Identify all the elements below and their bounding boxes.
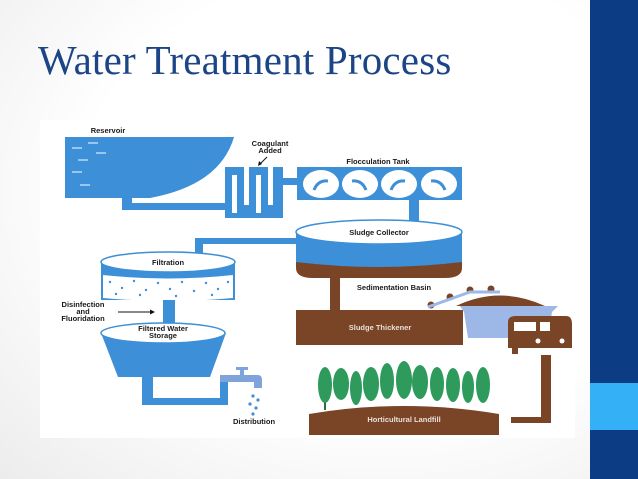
water-drops-icon <box>248 394 260 416</box>
horticultural-landfill <box>309 406 499 435</box>
trees <box>318 361 490 410</box>
slide-title: Water Treatment Process <box>38 37 452 83</box>
disinfection-label-line1: Disinfection <box>62 300 105 309</box>
faucet-icon <box>220 367 262 388</box>
reservoir-label: Reservoir <box>91 126 126 135</box>
sedimentation-basin-label: Sedimentation Basin <box>357 283 432 292</box>
sludge-thickener-label: Sludge Thickener <box>349 323 412 332</box>
disinfection-arrow-icon <box>118 309 155 315</box>
filtration-label: Filtration <box>152 258 184 267</box>
disinfection-label-line3: Fluoridation <box>61 314 105 323</box>
distribution-label: Distribution <box>233 417 275 426</box>
coagulant-arrow-icon <box>258 156 268 166</box>
coagulant-label-line1: Coagulant <box>252 139 289 148</box>
truck-to-landfill-pipe <box>511 355 551 423</box>
coagulant-mixer <box>225 167 297 218</box>
sludge-collector <box>295 219 463 311</box>
reservoir <box>65 137 234 210</box>
truck-icon <box>508 316 572 354</box>
filtration-tank <box>100 251 236 326</box>
sludge-collector-label: Sludge Collector <box>349 228 409 237</box>
sludge-thickener <box>296 310 463 345</box>
sidebar-decoration <box>590 0 638 479</box>
disinfection-label-line2: and <box>76 307 90 316</box>
filtered-water-storage <box>100 322 228 405</box>
filtered-water-label-line1: Filtered Water <box>138 324 188 333</box>
flocculation-tank <box>297 167 462 222</box>
horticultural-landfill-label: Horticultural Landfill <box>367 415 440 424</box>
flocculation-tank-label: Flocculation Tank <box>346 157 410 166</box>
filtered-water-label-line2: Storage <box>149 331 177 340</box>
pipe-to-filtration <box>195 238 296 254</box>
coagulant-label-line2: Added <box>258 146 282 155</box>
sidebar-accent-band <box>590 383 638 430</box>
